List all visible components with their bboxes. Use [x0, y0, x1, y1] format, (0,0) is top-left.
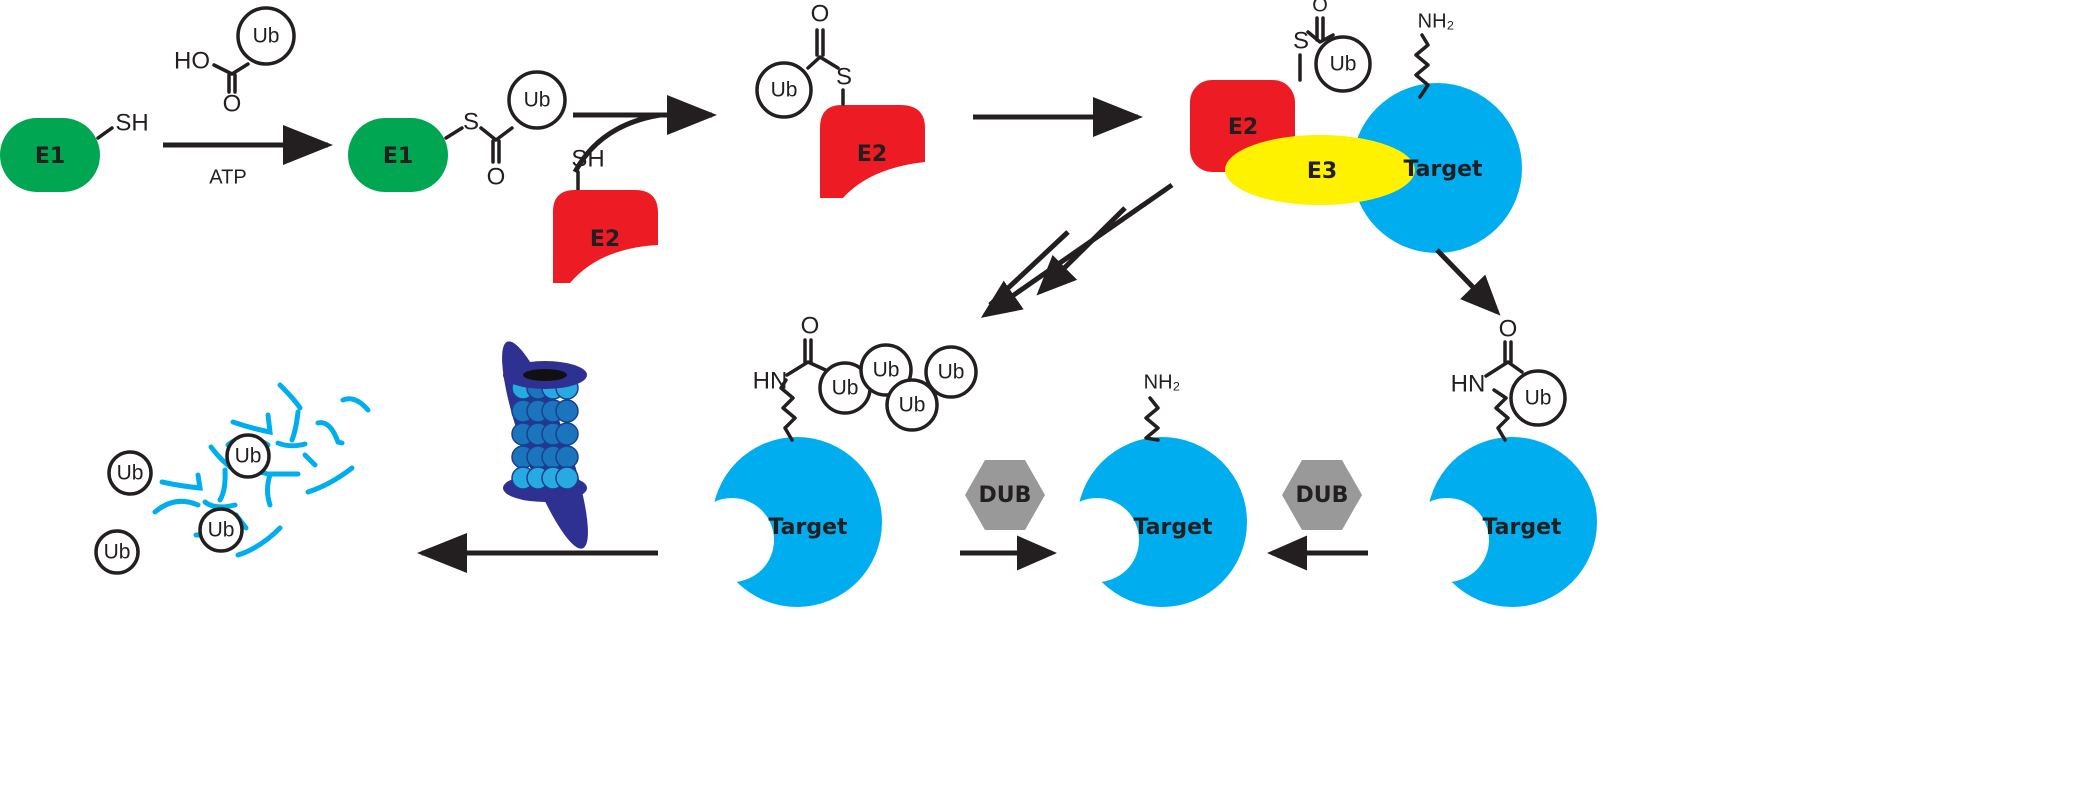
svg-text:Ub: Ub	[1330, 53, 1357, 76]
svg-text:O: O	[223, 90, 242, 117]
ubiquitin-acid: HO O Ub	[174, 6, 296, 117]
svg-text:E2: E2	[857, 142, 887, 167]
svg-text:Target: Target	[768, 515, 848, 540]
svg-text:HN: HN	[1451, 370, 1486, 397]
atp-label: ATP	[209, 166, 246, 188]
dub-left: DUB	[965, 460, 1045, 530]
svg-text:Target: Target	[1403, 157, 1483, 182]
svg-text:O: O	[811, 0, 830, 27]
svg-text:E2: E2	[590, 227, 620, 252]
svg-text:E3: E3	[1307, 159, 1337, 184]
svg-text:Ub: Ub	[253, 25, 280, 48]
svg-text:SH: SH	[571, 145, 604, 172]
svg-text:O: O	[487, 163, 506, 190]
e1-ub-thioester: E1 S O Ub	[348, 70, 567, 192]
e2-free: SH E2	[553, 145, 658, 283]
svg-text:NH₂: NH₂	[1418, 10, 1455, 32]
svg-text:Ub: Ub	[117, 462, 144, 485]
svg-text:S: S	[463, 108, 479, 135]
free-ubiquitin: Ub Ub Ub Ub	[94, 433, 271, 575]
proteasome-icon	[502, 341, 588, 549]
svg-text:Ub: Ub	[899, 394, 926, 417]
svg-text:E1: E1	[383, 144, 413, 169]
svg-text:S: S	[836, 63, 852, 90]
svg-text:Ub: Ub	[208, 519, 235, 542]
svg-text:DUB: DUB	[1296, 483, 1349, 508]
svg-text:O: O	[801, 312, 820, 339]
svg-text:HN: HN	[753, 367, 788, 394]
monoub-target: Target HN O Ub	[1405, 315, 1597, 607]
svg-text:NH₂: NH₂	[1144, 371, 1181, 393]
e2-e3-target-complex: E2 E3 Target S O Ub NH₂	[1190, 0, 1522, 253]
arrow-polyub-2	[1036, 206, 1127, 296]
svg-text:HO: HO	[174, 47, 210, 74]
arrow-polyub-1	[980, 182, 1174, 318]
e2-join-curve	[572, 112, 661, 174]
free-target: Target NH₂	[1055, 371, 1247, 607]
svg-text:DUB: DUB	[979, 483, 1032, 508]
svg-text:Ub: Ub	[524, 89, 551, 112]
svg-text:Ub: Ub	[1525, 387, 1552, 410]
svg-text:Target: Target	[1482, 515, 1562, 540]
svg-text:E1: E1	[35, 144, 65, 169]
arrow-polyub-3	[988, 230, 1070, 307]
svg-text:E2: E2	[1228, 115, 1258, 140]
svg-text:Ub: Ub	[873, 359, 900, 382]
svg-text:Ub: Ub	[938, 361, 965, 384]
e2-ub-thioester: E2 S O Ub	[755, 0, 925, 198]
e1-free: E1 SH	[0, 109, 149, 192]
svg-text:Target: Target	[1133, 515, 1213, 540]
svg-text:SH: SH	[115, 109, 148, 136]
svg-text:Ub: Ub	[832, 377, 859, 400]
polyub-target: Target HN O Ub Ub Ub Ub	[690, 312, 978, 607]
svg-text:Ub: Ub	[104, 541, 131, 564]
svg-text:Ub: Ub	[771, 79, 798, 102]
svg-text:S: S	[1293, 27, 1309, 54]
svg-text:Ub: Ub	[235, 445, 262, 468]
svg-text:O: O	[1312, 0, 1328, 16]
arrow-monoub	[1435, 248, 1501, 316]
dub-right: DUB	[1282, 460, 1362, 530]
svg-text:O: O	[1499, 315, 1518, 342]
